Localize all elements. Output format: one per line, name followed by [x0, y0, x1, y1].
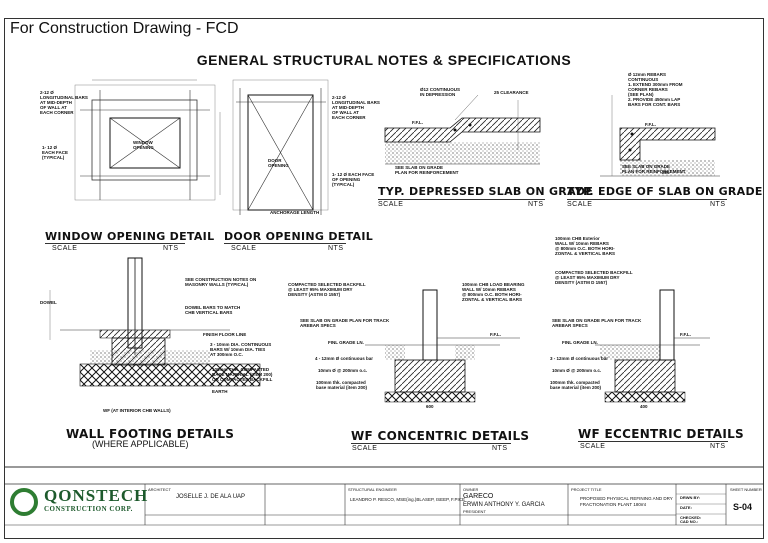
door-opening-drawing: [219, 79, 329, 215]
sheet-number-label: SHEET NUMBER: [730, 487, 762, 492]
depressed-title-rule: [378, 199, 545, 200]
depressed-note-clearance: 25 CLEARANCE: [494, 90, 529, 95]
wall-note-2: DOWEL BARS TO MATCH CHB VERTICAL BARS: [185, 305, 241, 315]
wall-note-3: FINISH FLOOR LINE: [203, 332, 247, 337]
edge-scale-value: NTS: [710, 201, 726, 208]
meta-date: DATE:: [680, 505, 692, 510]
window-scale-value: NTS: [163, 245, 179, 252]
eccentric-note-5: 3 - 12mm Ø continuous bar: [550, 356, 609, 361]
concentric-scale-value: NTS: [492, 445, 508, 452]
wall-note-1: SEE CONSTRUCTION NOTES ON MASONRY WALLS …: [185, 277, 257, 287]
edge-note-ffl: F.F.L.: [645, 122, 656, 127]
concentric-note-3: SEE SLAB ON GRADE PLAN FOR TRACK AREBAR …: [300, 318, 390, 328]
concentric-note-5: 4 - 12mm Ø continuous bar: [315, 356, 374, 361]
concentric-title-rule: [351, 443, 511, 444]
concentric-note-dim: 600: [426, 404, 434, 409]
project-label: PROJECT TITLE: [571, 487, 602, 492]
engineer-name: LEANDRO P. RESCO, MSE(ing.)BLASEP, ISEEP…: [350, 497, 466, 502]
edge-slab-title: TYP. EDGE OF SLAB ON GRADE: [567, 185, 763, 198]
edge-title-rule: [567, 199, 727, 200]
depressed-note-slab: SEE SLAB ON GRADE PLAN FOR REINFORCEMENT: [395, 165, 459, 175]
concentric-note-ffl: F.F.L.: [490, 332, 501, 337]
architect-label: ARCHITECT: [148, 487, 171, 492]
concentric-note-1: COMPACTED SELECTED BACKFILL @ LEAST 95% …: [288, 282, 366, 297]
wf-concentric-title: WF CONCENTRIC DETAILS: [351, 429, 530, 443]
depressed-slab-title: TYP. DEPRESSED SLAB ON GRADE: [378, 185, 594, 198]
eccentric-note-dim: 400: [640, 404, 648, 409]
eccentric-scale-value: NTS: [710, 443, 726, 450]
edge-note-bars: Ø 12mm REBARS CONTINUOUS 1. EXTEND 300mm…: [628, 72, 683, 107]
window-note-face: 1- 12 Ø EACH FACE (TYPICAL): [42, 145, 69, 160]
logo-main: QONSTECH: [44, 486, 149, 505]
wf-eccentric-title: WF ECCENTRIC DETAILS: [578, 427, 744, 441]
depressed-slab-drawing: [384, 94, 541, 165]
edge-note-slab: SEE SLAB ON GRADE PLAN FOR REINFORCEMENT: [622, 164, 686, 174]
window-title-rule: [45, 243, 185, 244]
concentric-note-2: 100mm CHB LOAD BEARING WALL W/ 10mm REBA…: [462, 282, 525, 302]
window-opening-drawing: [74, 79, 216, 201]
edge-scale-label: SCALE: [567, 201, 593, 208]
owner-company: GARECO: [463, 493, 494, 500]
logo-icon: [10, 488, 38, 516]
window-detail-title: WINDOW OPENING DETAIL: [45, 230, 215, 243]
meta-cad-no: CAD NO.:: [680, 519, 699, 524]
edge-note-dim: 200: [662, 170, 670, 175]
wf-concentric-drawing: [365, 289, 520, 403]
door-title-rule: [224, 243, 346, 244]
door-note-face: 1- 12 Ø EACH FACE OF OPENING (TYPICAL): [332, 172, 375, 187]
meta-checked: CHECKED:: [680, 515, 702, 520]
wall-note-7: WF (AT INTERIOR CHB WALLS): [103, 408, 171, 413]
wall-note-6: EARTH: [212, 389, 228, 394]
eccentric-note-2: COMPACTED SELECTED BACKFILL @ LEAST 95% …: [555, 270, 633, 285]
eccentric-note-ffl: F.F.L.: [680, 332, 691, 337]
engineer-label: STRUCTURAL ENGINEER: [348, 487, 397, 492]
eccentric-note-4: FINL GRADE LN.: [562, 340, 598, 345]
wall-footing-drawing: [49, 257, 261, 387]
edge-of-slab-drawing: [600, 95, 720, 177]
architect-name: JOSELLE J. DE ALA UAP: [176, 494, 246, 500]
door-opening-label: DOOR OPENING: [268, 158, 289, 168]
eccentric-note-3: SEE SLAB ON GRADE PLAN FOR TRACK AREBAR …: [552, 318, 642, 328]
owner-name: ERWIN ANTHONY Y. GARCIA: [463, 502, 545, 508]
sheet-number: S-04: [733, 502, 753, 512]
depressed-scale-value: NTS: [528, 201, 544, 208]
depressed-scale-label: SCALE: [378, 201, 404, 208]
door-scale-label: SCALE: [231, 245, 257, 252]
eccentric-note-7: 100mm thk. compacted base material (item…: [550, 380, 602, 390]
fcd-header: For Construction Drawing - FCD: [10, 20, 239, 37]
drawing-frame: [4, 18, 764, 539]
owner-label: OWNER: [463, 487, 479, 492]
eccentric-scale-label: SCALE: [580, 443, 606, 450]
concentric-note-4: FINL GRADE LN.: [328, 340, 364, 345]
window-opening-label: WINDOW OPENING: [133, 140, 154, 150]
wall-footing-title: WALL FOOTING DETAILS: [66, 427, 235, 441]
concentric-note-7: 100mm thk. compacted base material (item…: [316, 380, 368, 390]
wf-eccentric-drawing: [595, 289, 710, 403]
owner-role: PRESIDENT: [463, 509, 486, 514]
wall-footing-subtitle: (WHERE APPLICABLE): [92, 439, 189, 449]
meta-drawn-by: DRWN BY:: [680, 495, 701, 500]
door-scale-value: NTS: [328, 245, 344, 252]
eccentric-title-rule: [578, 441, 728, 442]
wall-note-4: 3 - 10mm DIA. CONTINUOUS BARS W/ 10mm DI…: [210, 342, 272, 357]
concentric-scale-label: SCALE: [352, 445, 378, 452]
wall-note-5: 100mm THK. COMPACTED BASE MATERIAL (ITEM…: [212, 367, 273, 382]
concentric-note-6: 10mm Ø @ 200mm o.c.: [318, 368, 368, 373]
window-scale-label: SCALE: [52, 245, 78, 252]
door-detail-title: DOOR OPENING DETAIL: [224, 230, 374, 243]
depressed-note-bar: Ø12 CONTINUOUS IN DEPRESSION: [420, 87, 461, 97]
logo-sub: CONSTRUCTION CORP.: [44, 505, 133, 513]
door-anchorage-note: ANCHORAGE LENGTH: [270, 210, 320, 215]
eccentric-note-1: 100mm CHB Exterior WALL W/ 10mm REBARS @…: [555, 236, 616, 256]
depressed-note-ffl: F.F.L.: [412, 120, 423, 125]
eccentric-note-6: 10mm Ø @ 200mm o.c.: [552, 368, 602, 373]
project-title: PROPOSED PHYSICAL REFINING AND DRY FRACT…: [580, 496, 673, 507]
window-note-corner: 2-12 Ø LONGITUDINAL BARS AT MID-DEPTH OF…: [40, 90, 88, 115]
wall-note-dowel: DOWEL: [40, 300, 57, 305]
door-note-corner: 2-12 Ø LONGITUDINAL BARS AT MID-DEPTH OF…: [332, 95, 380, 120]
sheet-title: GENERAL STRUCTURAL NOTES & SPECIFICATION…: [196, 52, 572, 68]
